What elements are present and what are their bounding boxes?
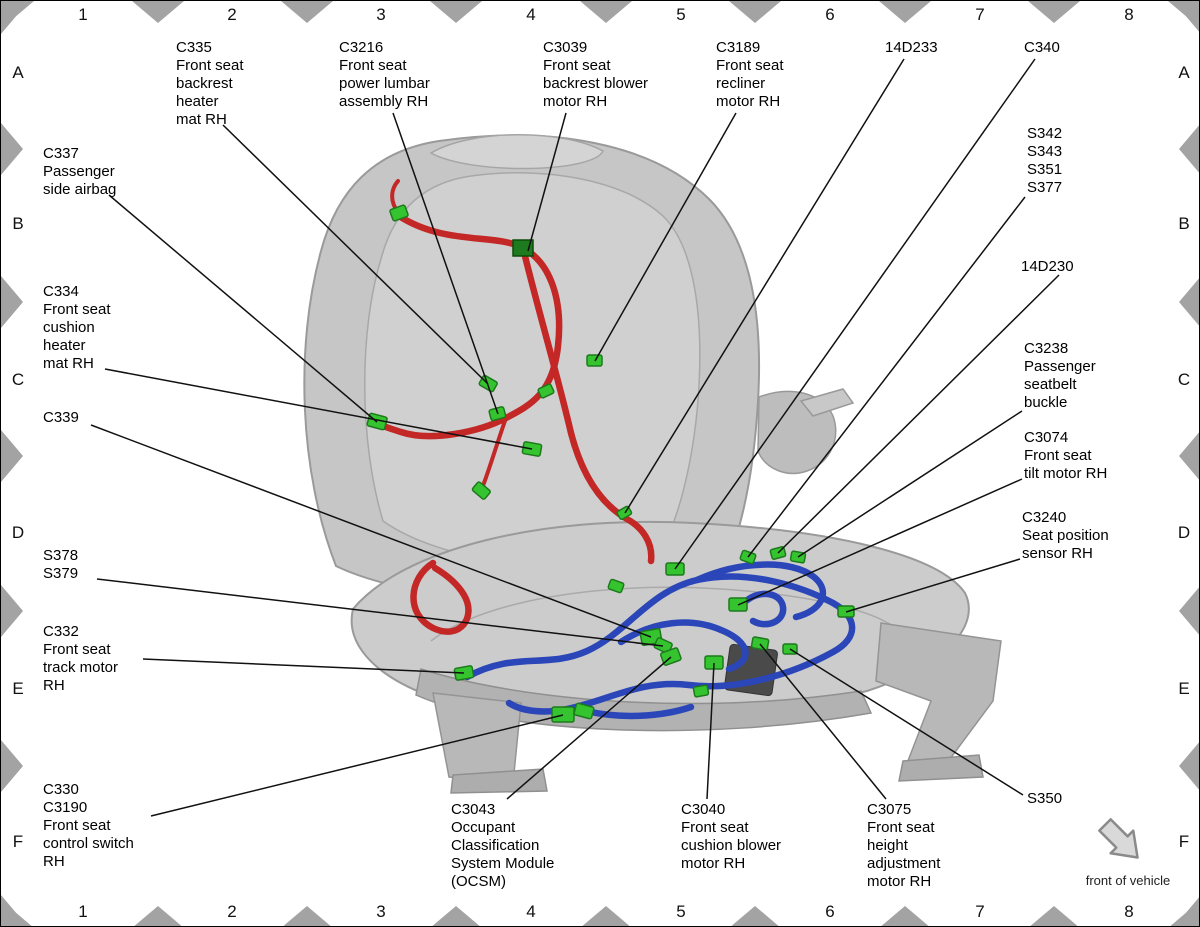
callout-c3039: C3039 Front seat backrest blower motor R… [543,39,649,110]
grid-row-left-a: A [12,63,24,82]
grid-col-top-1: 1 [78,5,88,24]
grid-row-right-c: C [1177,370,1191,389]
grid-col-top-7: 7 [975,5,985,24]
grid-row-left-b: B [12,214,24,233]
callout-c330-c3190: C330 C3190 Front seat control switch RH [43,781,134,870]
callout-c334: C334 Front seat cushion heater mat RH [43,283,111,372]
callout-c3040: C3040 Front seat cushion blower motor RH [681,801,782,872]
leader-lines [90,58,1060,817]
grid-row-left-e: E [12,679,24,698]
callout-c332: C332 Front seat track motor RH [43,623,119,694]
callout-s350: S350 [1027,790,1063,807]
callout-c3216: C3216 Front seat power lumbar assembly R… [339,39,430,110]
seat-illustration [303,134,1002,794]
grid-col-top-4: 4 [526,5,536,24]
grid-col-bottom-7: 7 [975,902,985,921]
grid-row-right-e: E [1178,679,1190,698]
callout-c3189: C3189 Front seat recliner motor RH [716,39,784,110]
grid-col-bottom-8: 8 [1124,902,1134,921]
grid-col-bottom-2: 2 [227,902,237,921]
grid-col-top-8: 8 [1124,5,1134,24]
callout-14d230: 14D230 [1021,258,1074,275]
grid-col-bottom-1: 1 [78,902,88,921]
callout-s378-s379: S378 S379 [43,547,79,582]
grid-col-top-3: 3 [376,5,386,24]
grid-col-bottom-3: 3 [376,902,386,921]
grid-col-bottom-5: 5 [676,902,686,921]
callout-c3075: C3075 Front seat height adjustment motor… [867,801,941,890]
grid-row-right-a: A [1178,63,1190,82]
callout-c3238: C3238 Passenger seatbelt buckle [1024,340,1096,411]
grid-col-bottom-4: 4 [526,902,536,921]
callout-c3240: C3240 Seat position sensor RH [1022,509,1109,562]
grid-col-top-6: 6 [825,5,835,24]
grid-row-right-f: F [1178,832,1190,851]
grid-col-bottom-6: 6 [825,902,835,921]
callout-c3043: C3043 Occupant Classification System Mod… [451,801,555,890]
grid-col-top-2: 2 [227,5,237,24]
front-of-vehicle-arrow-icon [1098,818,1139,859]
callout-14d233: 14D233 [885,39,938,56]
callout-c339: C339 [43,409,79,426]
front-of-vehicle-label: front of vehicle [1085,873,1171,888]
grid-row-left-f: F [12,832,24,851]
grid-row-left-c: C [11,370,25,389]
callout-c335: C335 Front seat backrest heater mat RH [176,39,244,128]
grid-col-top-5: 5 [676,5,686,24]
callout-c3074: C3074 Front seat tilt motor RH [1024,429,1108,482]
backrest-harness-red [373,179,655,635]
grid-row-right-b: B [1178,214,1190,233]
grid-row-right-d: D [1177,523,1191,542]
callout-s342-s343-s351-s377: S342 S343 S351 S377 [1027,125,1063,196]
callout-c340: C340 [1024,39,1060,56]
grid-row-left-d: D [11,523,25,542]
callout-c337: C337 Passenger side airbag [43,145,117,198]
